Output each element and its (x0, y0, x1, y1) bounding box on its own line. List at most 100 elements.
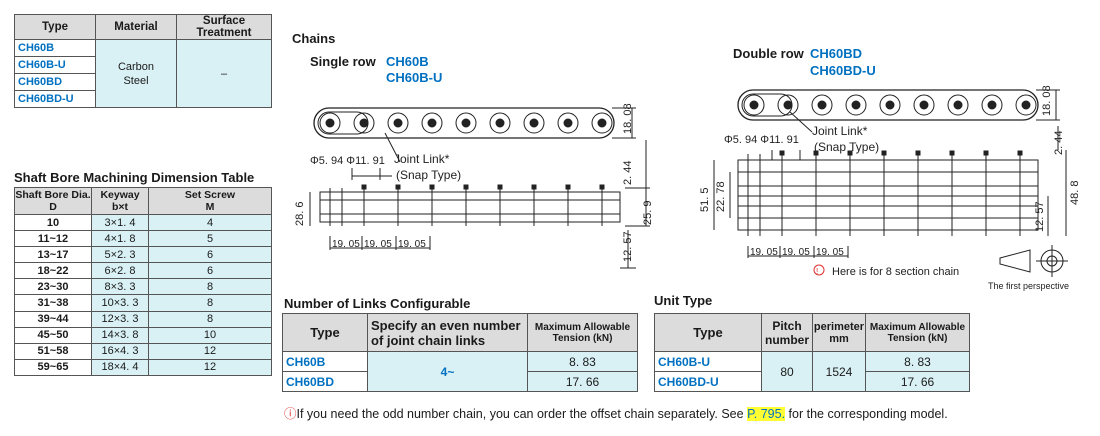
pin-head (1017, 150, 1023, 156)
chain-pin (783, 100, 793, 110)
chain-pin (749, 100, 759, 110)
material-cell: Carbon Steel (95, 39, 177, 108)
type-cell: CH60BD-U (14, 90, 96, 108)
unit-perimeter-cell: 1524 (812, 351, 866, 392)
single-dim-w1: 28. 6 (294, 202, 306, 226)
perspective-symbol (999, 245, 1068, 277)
single-dim-h1: 18. 08 (622, 103, 634, 134)
single-chain-top-view (313, 107, 636, 139)
unit-header-perimeter: perimeter mm (812, 313, 866, 352)
pin-head (847, 150, 853, 156)
unit-header-type: Type (654, 313, 762, 352)
footnote-tail: for the corresponding model. (785, 407, 948, 421)
keyway-cell: 12×3. 3 (91, 310, 149, 328)
single-dim-h2: 2. 44 (622, 161, 634, 185)
unit-type-cell: CH60BD-U (654, 371, 762, 392)
unit-pitch-cell: 80 (761, 351, 813, 392)
chain-roller (387, 112, 409, 134)
footnote-text: If you need the odd number chain, you ca… (296, 407, 744, 421)
pin-head (949, 150, 955, 156)
pin-head (983, 150, 989, 156)
keyway-cell: 18×4. 4 (91, 358, 149, 376)
chain-roller (489, 112, 511, 134)
chain-roller (913, 94, 935, 116)
pin-head (395, 184, 401, 190)
links-table: Type Specify an even number of joint cha… (282, 313, 638, 392)
chain-roller (591, 112, 613, 134)
keyway-cell: 16×4. 3 (91, 342, 149, 360)
chain-roller (947, 94, 969, 116)
warning-icon: ⓘ (284, 407, 297, 421)
pin-head (565, 184, 571, 190)
note-8-section: Here is for 8 section chain (832, 266, 959, 278)
single-joint-link: Joint Link* (394, 152, 450, 166)
header-type: Type (14, 14, 96, 40)
chain-roller (353, 112, 375, 134)
double-chain-side-view (713, 126, 1067, 258)
links-header-type: Type (282, 313, 368, 352)
keyway-cell: 10×3. 3 (91, 294, 149, 312)
bore-cell: 18~22 (14, 262, 92, 280)
pin-head (361, 184, 367, 190)
pin-head (497, 184, 503, 190)
bore-cell: 59~65 (14, 358, 92, 376)
chain-pin (461, 118, 471, 128)
chain-roller (811, 94, 833, 116)
links-tension-cell: 17. 66 (527, 371, 638, 392)
double-pitch-2: 19. 05 (782, 247, 810, 258)
double-pitch-3: 19. 05 (816, 247, 844, 258)
single-chain-side-view (309, 132, 650, 269)
chain-pin (495, 118, 505, 128)
perspective-label: The first perspective (988, 281, 1069, 291)
links-header-even: Specify an even number of joint chain li… (367, 313, 528, 352)
chain-pin (851, 100, 861, 110)
double-row-label: Double row (733, 46, 804, 61)
pin-head (531, 184, 537, 190)
bore-cell: 23~30 (14, 278, 92, 296)
pin-head (813, 150, 819, 156)
setscrew-cell: 5 (148, 230, 272, 248)
setscrew-cell: 12 (148, 342, 272, 360)
header-bore: Shaft Bore Dia.D (14, 187, 92, 215)
double-chain-top-view (737, 89, 1060, 133)
setscrew-cell: 6 (148, 262, 272, 280)
chain-pin (393, 118, 403, 128)
single-pitch-2: 19. 05 (364, 239, 392, 250)
chain-roller (777, 94, 799, 116)
pin-head (881, 150, 887, 156)
single-pitch-1: 19. 05 (332, 239, 360, 250)
chain-pin (427, 118, 437, 128)
unit-table: Type Pitch number perimeter mm Maximum A… (654, 313, 970, 392)
single-dim-w3: 12. 57 (622, 231, 634, 262)
page-link[interactable]: P. 795. (747, 407, 786, 421)
single-row-label: Single row (310, 54, 376, 69)
unit-header-pitch: Pitch number (761, 313, 813, 352)
single-dim-w2: 25. 9 (642, 201, 654, 225)
pin-head (779, 150, 785, 156)
chain-roller (455, 112, 477, 134)
unit-tension-cell: 8. 83 (865, 351, 970, 372)
double-dim-w2: 22. 78 (715, 181, 727, 212)
chain-pin (325, 118, 335, 128)
double-model-2: CH60BD-U (810, 63, 876, 78)
chain-pin (529, 118, 539, 128)
chain-drawings: Φ5. 94 Φ11. 91 Joint Link* (Snap Type) 1… (294, 85, 1081, 291)
single-model-2: CH60B-U (386, 70, 443, 85)
double-model-1: CH60BD (810, 46, 863, 61)
double-dim-h2: 2. 44 (1053, 131, 1065, 155)
links-table-title: Number of Links Configurable (284, 296, 471, 311)
keyway-cell: 8×3. 3 (91, 278, 149, 296)
type-cell: CH60B-U (14, 56, 96, 74)
links-even-cell: 4~ (367, 351, 528, 392)
links-type-cell: CH60BD (282, 371, 368, 392)
unit-type-cell: CH60B-U (654, 351, 762, 372)
footnote: ⓘIf you need the odd number chain, you c… (284, 403, 948, 422)
chain-roller (319, 112, 341, 134)
